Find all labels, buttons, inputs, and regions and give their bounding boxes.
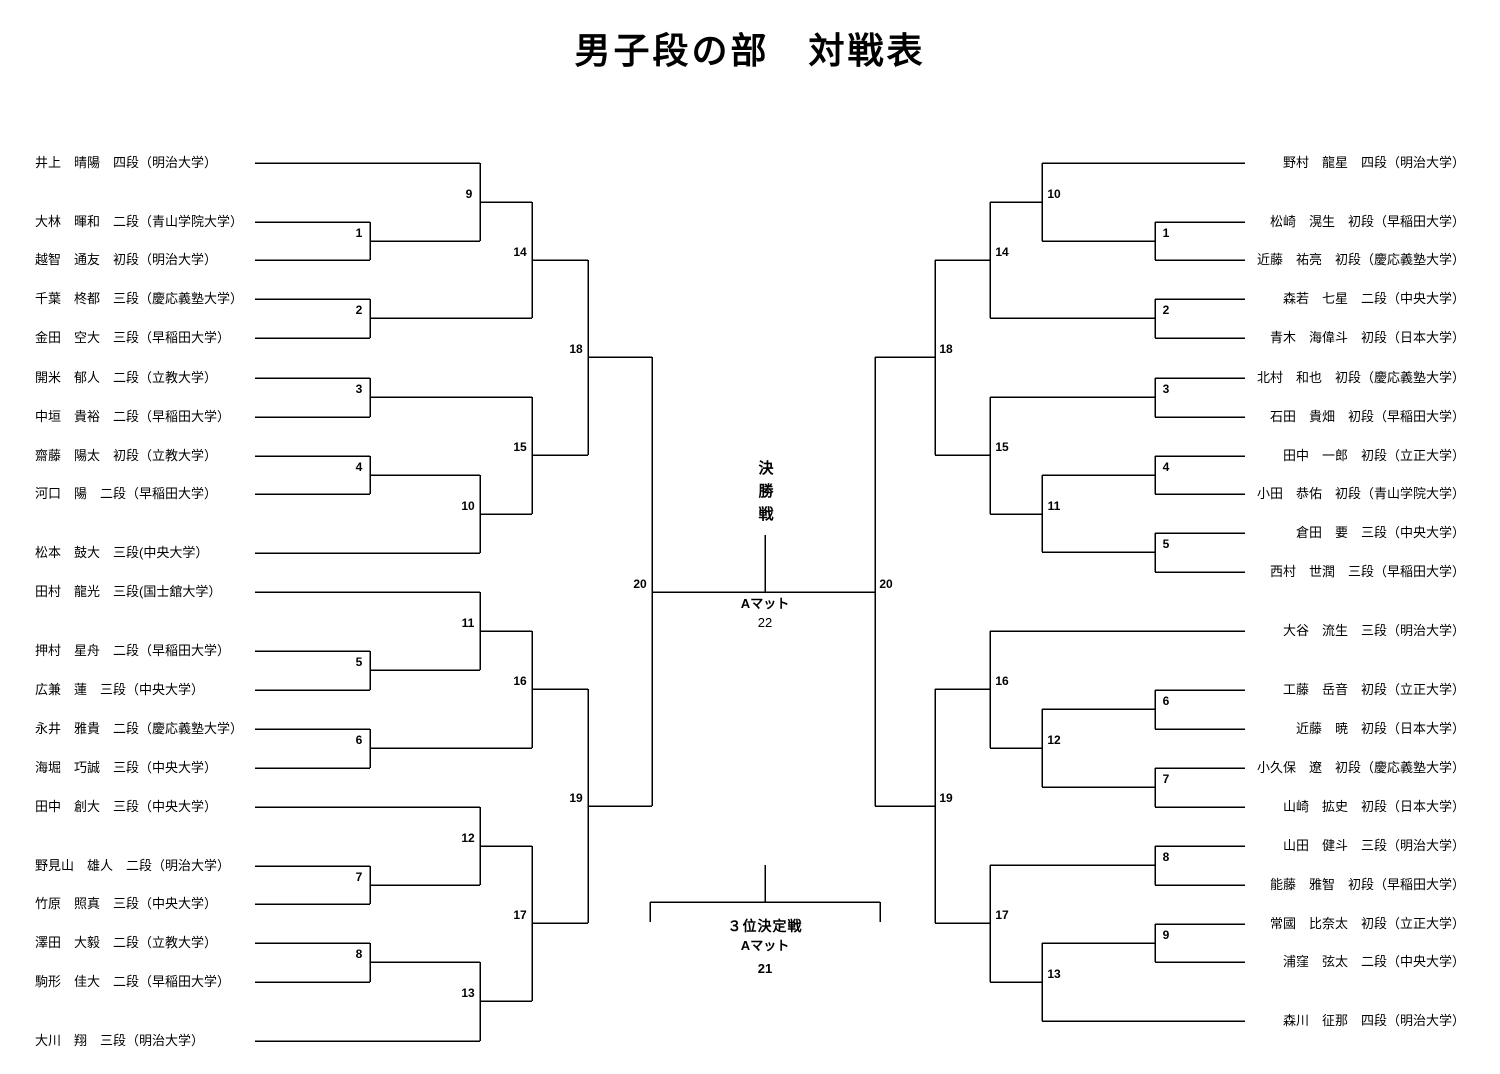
player-name: 青木 海偉斗 初段（日本大学） xyxy=(1269,330,1465,345)
match-number: 15 xyxy=(995,440,1009,454)
player-name: 大林 暉和 二段（青山学院大学） xyxy=(35,214,244,229)
player-name: 小田 恭佑 初段（青山学院大学） xyxy=(1256,486,1465,501)
match-number: 20 xyxy=(633,577,647,591)
player-name: 倉田 要 三段（中央大学） xyxy=(1295,525,1465,540)
player-name: 松本 鼓大 三段(中央大学） xyxy=(35,545,209,560)
match-number: 9 xyxy=(465,187,473,201)
match-number: 14 xyxy=(513,245,527,259)
match-number: 9 xyxy=(1162,928,1170,942)
player-name: 常國 比奈太 初段（立正大学） xyxy=(1269,916,1465,931)
match-number: 2 xyxy=(1162,303,1170,317)
match-number: 15 xyxy=(513,440,527,454)
player-name: 井上 晴陽 四段（明治大学） xyxy=(35,155,218,170)
player-name: 山田 健斗 三段（明治大学） xyxy=(1282,838,1465,853)
player-name: 駒形 佳大 二段（早稲田大学） xyxy=(35,974,231,989)
player-name: 工藤 岳音 初段（立正大学） xyxy=(1282,682,1465,697)
player-name: 千葉 柊都 三段（慶応義塾大学） xyxy=(35,291,244,306)
match-number: 11 xyxy=(1047,499,1061,513)
player-name: 永井 雅貴 二段（慶応義塾大学） xyxy=(35,721,244,736)
match-number: 17 xyxy=(995,908,1009,922)
match-number: 8 xyxy=(1162,850,1170,864)
page-title: 男子段の部 対戦表 xyxy=(574,31,926,71)
match-number: 10 xyxy=(461,499,475,513)
player-name: 田中 創大 三段（中央大学） xyxy=(35,799,218,814)
match-number: 14 xyxy=(995,245,1009,259)
match-number: 10 xyxy=(1047,187,1061,201)
match-number: 19 xyxy=(569,791,583,805)
player-name: 田村 龍光 三段(国士舘大学） xyxy=(35,584,222,599)
player-name: 北村 和也 初段（慶応義塾大学） xyxy=(1256,370,1465,385)
player-name: 大谷 流生 三段（明治大学） xyxy=(1282,623,1465,638)
match-number: 6 xyxy=(355,733,363,747)
final-match-number: 22 xyxy=(757,615,773,630)
match-number: 5 xyxy=(1162,537,1170,551)
player-name: 齋藤 陽太 初段（立教大学） xyxy=(35,448,218,463)
match-number: 16 xyxy=(995,674,1009,688)
match-number: 20 xyxy=(879,577,893,591)
match-number: 16 xyxy=(513,674,527,688)
match-number: 12 xyxy=(461,831,475,845)
match-number: 3 xyxy=(355,382,363,396)
match-number: 19 xyxy=(939,791,953,805)
player-name: 能藤 雅智 初段（早稲田大学） xyxy=(1269,877,1465,892)
player-name: 大川 翔 三段（明治大学） xyxy=(35,1033,205,1048)
match-number: 6 xyxy=(1162,694,1170,708)
match-number: 1 xyxy=(355,226,363,240)
player-name: 越智 通友 初段（明治大学） xyxy=(35,252,218,267)
third-place-label: ３位決定戦 xyxy=(727,918,803,934)
match-number: 4 xyxy=(355,460,363,474)
player-name: 広兼 蓮 三段（中央大学） xyxy=(35,682,205,697)
player-name: 松崎 滉生 初段（早稲田大学） xyxy=(1269,214,1465,229)
player-name: 開米 郁人 二段（立教大学） xyxy=(35,370,218,385)
player-name: 野見山 雄人 二段（明治大学） xyxy=(35,858,231,873)
final-match-label: 決勝戦 xyxy=(756,460,774,529)
player-name: 森若 七星 二段（中央大学） xyxy=(1282,291,1465,306)
player-name: 竹原 照真 三段（中央大学） xyxy=(35,896,218,911)
player-name: 野村 龍星 四段（明治大学） xyxy=(1282,155,1465,170)
player-name: 山崎 拡史 初段（日本大学） xyxy=(1282,799,1465,814)
player-name: 森川 征那 四段（明治大学） xyxy=(1282,1013,1465,1028)
player-name: 石田 貴畑 初段（早稲田大学） xyxy=(1269,409,1465,424)
match-number: 18 xyxy=(569,342,583,356)
player-name: 小久保 遼 初段（慶応義塾大学） xyxy=(1256,760,1465,775)
player-name: 押村 星舟 二段（早稲田大学） xyxy=(35,643,231,658)
match-number: 13 xyxy=(461,986,475,1000)
match-number: 12 xyxy=(1047,733,1061,747)
third-place-match-number: 21 xyxy=(757,961,773,976)
player-name: 田中 一郎 初段（立正大学） xyxy=(1282,448,1465,463)
match-number: 11 xyxy=(461,616,475,630)
match-number: 2 xyxy=(355,303,363,317)
match-number: 8 xyxy=(355,947,363,961)
match-number: 13 xyxy=(1047,967,1061,981)
match-number: 1 xyxy=(1162,226,1170,240)
match-number: 7 xyxy=(355,870,363,884)
player-name: 中垣 貴裕 二段（早稲田大学） xyxy=(35,409,231,424)
match-number: 4 xyxy=(1162,460,1170,474)
third-place-mat-label: Aマット xyxy=(740,938,790,953)
player-name: 河口 陽 二段（早稲田大学） xyxy=(35,486,218,501)
player-name: 近藤 祐亮 初段（慶応義塾大学） xyxy=(1256,252,1465,267)
match-number: 3 xyxy=(1162,382,1170,396)
player-name: 近藤 暁 初段（日本大学） xyxy=(1295,721,1465,736)
player-name: 澤田 大毅 二段（立教大学） xyxy=(35,935,218,950)
match-number: 17 xyxy=(513,908,527,922)
player-name: 海堀 巧誠 三段（中央大学） xyxy=(35,760,218,775)
player-name: 金田 空大 三段（早稲田大学） xyxy=(35,330,231,345)
match-number: 7 xyxy=(1162,772,1170,786)
player-name: 浦窪 弦太 二段（中央大学） xyxy=(1282,954,1465,969)
match-number: 5 xyxy=(355,655,363,669)
player-name: 西村 世潤 三段（早稲田大学） xyxy=(1269,564,1465,579)
match-number: 18 xyxy=(939,342,953,356)
final-mat-label: Aマット xyxy=(740,596,790,611)
